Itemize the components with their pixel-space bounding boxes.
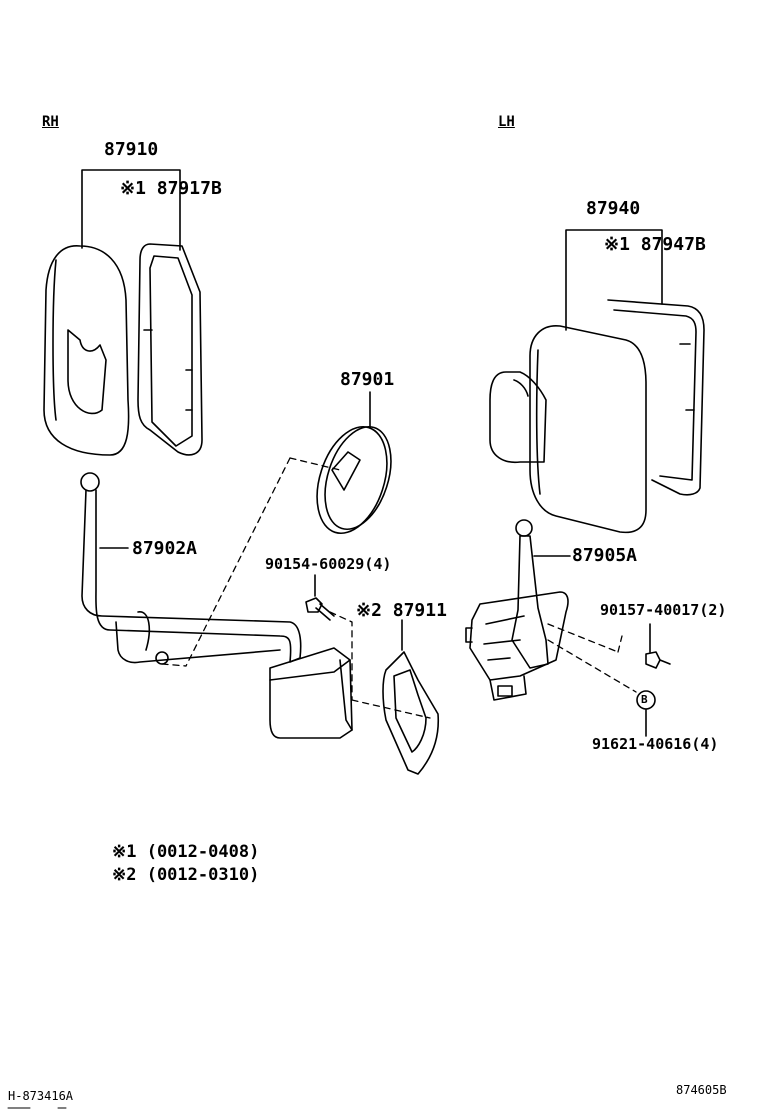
mirror-glass-87901 bbox=[316, 425, 388, 535]
rh-label: RH bbox=[42, 114, 59, 130]
b-marker-letter: B bbox=[641, 693, 648, 706]
note-2: ※2 (0012-0310) bbox=[112, 865, 260, 885]
label-91621: 91621-40616(4) bbox=[592, 735, 719, 753]
code-right: 874605B bbox=[676, 1083, 727, 1097]
lh-arm-ball bbox=[515, 519, 533, 537]
label-87902a: 87902A bbox=[132, 538, 198, 559]
label-90157: 90157-40017(2) bbox=[600, 601, 727, 619]
label-87901: 87901 bbox=[340, 369, 395, 390]
label-87911: ※2 87911 bbox=[356, 600, 447, 621]
code-left: H-873416A bbox=[8, 1089, 74, 1103]
label-87940: 87940 bbox=[586, 198, 641, 219]
leader-87940 bbox=[565, 229, 663, 331]
label-87947b: ※1 87947B bbox=[604, 234, 706, 255]
lh-mirror-frame bbox=[607, 299, 705, 496]
screw-90157 bbox=[645, 651, 671, 669]
rh-mirror-frame bbox=[137, 243, 203, 456]
rh-mirror-housing bbox=[43, 245, 130, 456]
label-87905a: 87905A bbox=[572, 545, 638, 566]
arm-base-plate bbox=[269, 647, 353, 739]
lh-label: LH bbox=[498, 114, 515, 130]
lh-mirror-housing bbox=[529, 325, 647, 534]
mirror-arm bbox=[81, 489, 302, 663]
leader-87910 bbox=[81, 169, 181, 251]
note-1: ※1 (0012-0408) bbox=[112, 842, 260, 862]
rh-housing-notch bbox=[67, 329, 107, 415]
arm-ball bbox=[80, 472, 100, 492]
gasket-87911 bbox=[382, 651, 440, 775]
lh-arm-base bbox=[469, 591, 569, 681]
bolt-90154 bbox=[305, 597, 335, 621]
label-87917b: ※1 87917B bbox=[120, 178, 222, 199]
lh-housing-attachment bbox=[489, 371, 547, 464]
label-87910: 87910 bbox=[104, 139, 159, 160]
label-90154: 90154-60029(4) bbox=[265, 555, 392, 573]
